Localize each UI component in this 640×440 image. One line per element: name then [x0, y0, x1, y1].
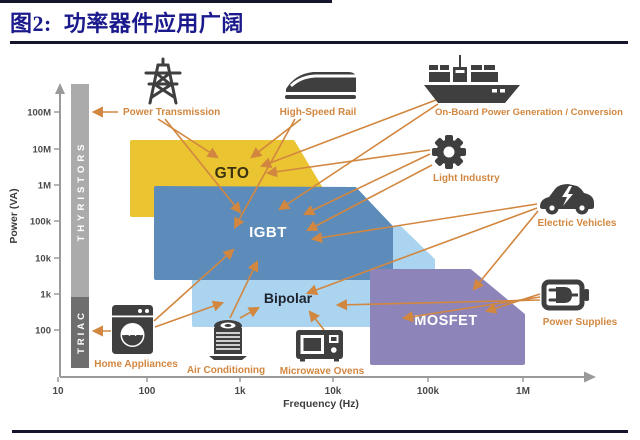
region-thyristors [71, 84, 89, 297]
ship-icon [424, 55, 520, 103]
x-axis-arrowhead-icon [584, 371, 596, 383]
transmission-tower-icon [144, 57, 182, 105]
y-axis-arrowhead-icon [55, 83, 65, 94]
y-tick-label-1k: 1k [40, 290, 51, 301]
x-tick-label-10: 10 [52, 386, 64, 397]
region-label-igbt: IGBT [249, 224, 287, 241]
x-axis-title: Frequency (Hz) [283, 398, 359, 410]
arrow-on-board-power-generation-conversion-to-igbt [278, 103, 439, 211]
figure-title: 图2: 功率器件应用广阔 [10, 11, 244, 36]
electric-car-icon [540, 184, 594, 215]
title-underline [10, 41, 628, 44]
region-label-bipolar: Bipolar [264, 290, 313, 306]
region-igbt [154, 186, 393, 280]
app-label-air-conditioning: Air Conditioning [187, 365, 265, 376]
y-axis-title: Power (VA) [8, 188, 20, 243]
application-arrows-layer [91, 99, 541, 337]
arrow-light-industry-to-gto [265, 149, 431, 178]
device-regions-layer [71, 84, 525, 368]
arrow-high-speed-rail-to-igbt [233, 118, 296, 229]
region-triac [71, 297, 89, 368]
arrow-home-appliances-to-bipolar [154, 300, 225, 328]
arrow-light-industry-to-igbt [302, 153, 431, 216]
x-tick-label-1m: 1M [516, 386, 530, 397]
x-tick-label-1k: 1k [234, 386, 246, 397]
top-partial-rule [0, 0, 332, 3]
y-tick-label-1m: 1M [38, 181, 51, 192]
icons-layer [112, 55, 594, 362]
figure-bottom-rule [12, 430, 628, 433]
region-label-triac: TRIAC [76, 310, 87, 354]
y-tick-label-100: 100 [35, 326, 51, 337]
arrow-power-supplies-to-mosfet [484, 293, 541, 314]
application-labels-layer: Power Transmission High-Speed Rail On-Boar… [94, 107, 623, 377]
app-label-light-industry: Light Industry [433, 173, 500, 184]
app-label-high-speed-rail: High-Speed Rail [280, 107, 357, 118]
region-label-mosfet: MOSFET [414, 313, 477, 329]
region-label-gto: GTO [215, 165, 250, 182]
y-tick-label-10k: 10k [35, 254, 52, 265]
device-region-labels-layer: THYRISTORS TRIAC GTO Bipolar IGBT MOSFET [76, 140, 477, 354]
arrow-high-speed-rail-to-gto [250, 118, 302, 159]
train-icon [285, 72, 356, 99]
arrow-air-conditioning-to-bipolar [239, 306, 260, 319]
arrow-microwave-ovens-to-bipolar [308, 310, 325, 331]
app-label-microwave-ovens: Microwave Ovens [280, 366, 365, 377]
arrow-power-transmission-to-gto [157, 118, 219, 159]
air-conditioner-icon [209, 320, 247, 360]
arrow-air-conditioning-to-igbt [229, 259, 259, 319]
arrow-electric-vehicles-to-mosfet [472, 210, 539, 291]
battery-icon [541, 279, 589, 311]
gear-icon [432, 135, 466, 169]
x-tick-label-10k: 10k [325, 386, 342, 397]
arrow-light-industry-to-igbt [306, 164, 433, 232]
y-tick-label-10m: 10M [33, 145, 52, 156]
arrow-power-supplies-to-bipolar [335, 299, 541, 311]
arrow-power-transmission-to-igbt [164, 118, 242, 214]
arrow-home-appliances-to-igbt [153, 248, 235, 322]
app-label-on-board-power-generation-conversion: On-Board Power Generation / Conversion [435, 107, 623, 118]
y-tick-label-100k: 100k [30, 217, 52, 228]
axis-ticks-layer: 10 100 1k 10k 100k 1M 100M 10M 1M 100k 10k 1k 100 [27, 108, 530, 398]
y-tick-label-100m: 100M [27, 108, 51, 119]
arrow-electric-vehicles-to-igbt [310, 203, 538, 244]
app-label-electric-vehicles: Electric Vehicles [538, 218, 617, 229]
app-label-home-appliances: Home Appliances [94, 359, 178, 370]
arrow-on-board-power-generation-conversion-to-gto [259, 99, 437, 169]
app-label-power-supplies: Power Supplies [543, 317, 618, 328]
region-mosfet [370, 269, 525, 365]
app-label-power-transmission: Power Transmission [123, 107, 220, 118]
microwave-icon [296, 330, 343, 362]
x-tick-label-100k: 100k [417, 386, 440, 397]
arrow-electric-vehicles-to-bipolar [305, 207, 538, 296]
x-tick-label-100: 100 [139, 386, 156, 397]
washing-machine-icon [112, 305, 153, 354]
region-label-thyristors: THYRISTORS [76, 140, 87, 241]
